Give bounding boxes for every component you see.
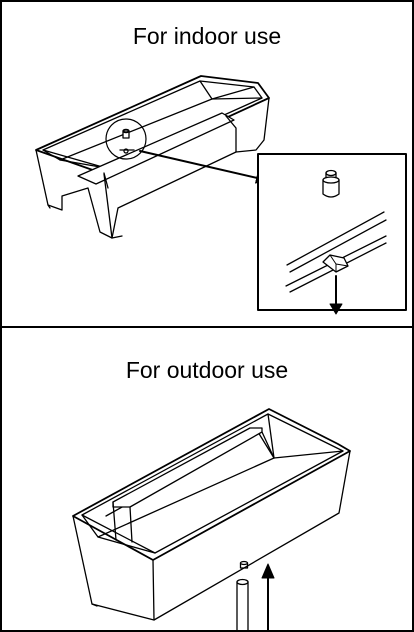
panel-divider xyxy=(0,326,414,328)
drain-peg xyxy=(322,169,340,198)
indoor-panel-title: For indoor use xyxy=(132,23,282,49)
outdoor-panel-title: For outdoor use xyxy=(125,357,289,383)
detail-arrow xyxy=(139,150,268,184)
indoor-illustration xyxy=(35,75,407,315)
indoor-tray xyxy=(35,75,270,239)
detail-inset xyxy=(257,153,407,315)
insert-arrow xyxy=(261,563,275,631)
outdoor-tray xyxy=(72,408,351,621)
support-post xyxy=(236,578,249,631)
